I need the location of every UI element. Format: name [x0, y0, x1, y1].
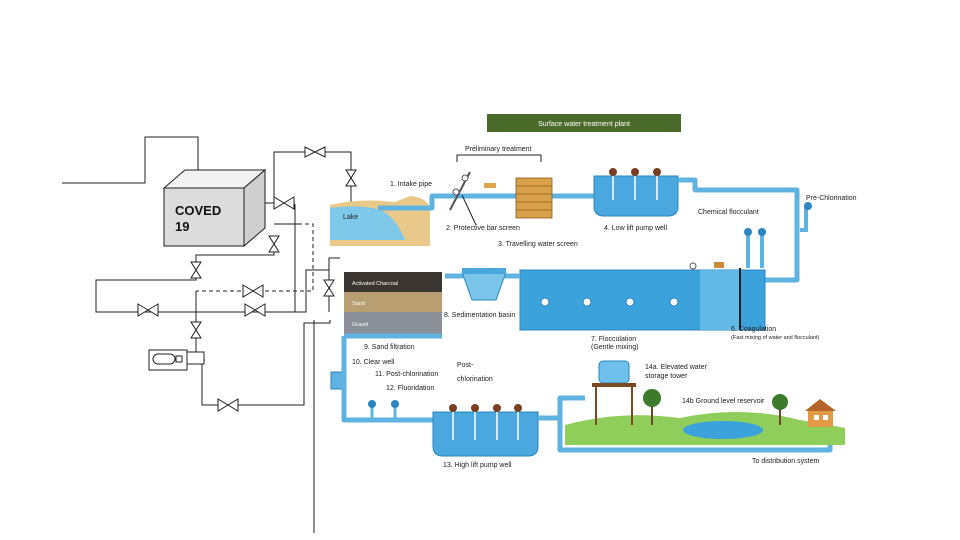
step10-label: 10. Clear well [352, 359, 395, 366]
valve-top[interactable] [304, 146, 326, 158]
post-chlorination-line1: Post- [457, 362, 474, 369]
process-schematic: COVED 19 [62, 136, 380, 533]
pre-chlorination-label: Pre-Chlorination [806, 195, 857, 202]
unit-label-line1: COVED [175, 203, 221, 218]
step13-label: 13. High lift pump well [443, 462, 512, 469]
step14b-label: 14b Ground level reservoir [682, 398, 765, 405]
low-lift-pumps [609, 168, 661, 200]
high-lift-tank [432, 411, 539, 457]
bar-screen-icon [449, 171, 496, 211]
high-lift-pumps [449, 404, 522, 440]
valve-vertical-d[interactable] [190, 321, 202, 339]
intake-pipe [378, 193, 595, 211]
house-icon [805, 399, 836, 427]
unit-label-line2: 19 [175, 219, 189, 234]
step14a-line2: storage tower [645, 373, 688, 380]
step11-label: 11. Post-chlorination [375, 371, 438, 378]
plant-title: Surface water treatment plant [538, 121, 630, 128]
tree-icon [643, 389, 788, 425]
step6-sub: (Fast mixing of water and flocculant) [731, 335, 820, 341]
step3-label: 3. Travelling water screen [498, 241, 578, 248]
step12-label: 12. Fluoridation [386, 385, 434, 392]
pipe-top-loop [265, 151, 352, 204]
step8-label: 8. Sedimentation basin [444, 312, 515, 319]
valve-left-horizontal[interactable] [137, 303, 159, 317]
valve-bottom[interactable] [217, 398, 239, 412]
step7-label: 7. Flocculation [591, 336, 636, 343]
preliminary-label: Preliminary treatment [465, 146, 532, 153]
ground-reservoir [683, 421, 763, 439]
coved-19-unit: COVED 19 [162, 168, 267, 248]
filter-layer2: Sand [352, 301, 365, 307]
filter-layer1: Activated Charcoal [352, 281, 398, 287]
valve-mid-horizontal[interactable] [242, 284, 264, 298]
travelling-screen-icon [515, 177, 553, 219]
distribution-label: To distribution system [752, 458, 819, 465]
step6-label: 6. Coagulation [731, 326, 776, 333]
step14a-line1: 14a. Elevated water [645, 364, 708, 371]
lake-label: Lake [343, 214, 358, 221]
coagulation-zone [700, 270, 740, 330]
sand-filter: Activated Charcoal Sand Gravel [344, 272, 442, 339]
step9-label: 9. Sand filtration [364, 344, 415, 351]
step7-sub: (Gentle mixing) [591, 344, 638, 351]
sedimentation-hopper [461, 271, 507, 301]
preliminary-bracket [456, 154, 542, 162]
step4-label: 4. Low lift pump well [604, 225, 667, 232]
plant-title-bar [487, 114, 681, 132]
elevated-tower [592, 360, 636, 425]
feed-line [62, 136, 199, 184]
filter-layer3: Gravel [352, 322, 368, 328]
pre-chlorination-feed [800, 205, 808, 232]
valve-right-vertical[interactable] [345, 169, 357, 187]
valve-vertical-c[interactable] [323, 279, 335, 297]
low-lift-tank [593, 175, 679, 217]
valve-right-horizontal[interactable] [244, 303, 266, 317]
mixers [540, 262, 724, 307]
pipe-to-high-lift [341, 336, 433, 423]
step1-label: 1. Intake pipe [390, 181, 432, 188]
step2-leader [461, 194, 477, 226]
post-chlorination-line2: chlorination [457, 376, 493, 383]
valve-vertical-a[interactable] [268, 235, 280, 253]
valve-vertical-b[interactable] [190, 261, 202, 279]
treatment-plant-illustration: Surface water treatment plant Preliminar… [330, 114, 857, 469]
chemical-flocculant-label: Chemical flocculant [698, 209, 759, 216]
pump-icon[interactable] [148, 349, 205, 371]
lake-water [330, 206, 405, 240]
pipe-to-coagulation [678, 177, 800, 283]
step2-label: 2. Protective bar screen [446, 225, 520, 232]
valve-box-outlet[interactable] [273, 196, 295, 210]
